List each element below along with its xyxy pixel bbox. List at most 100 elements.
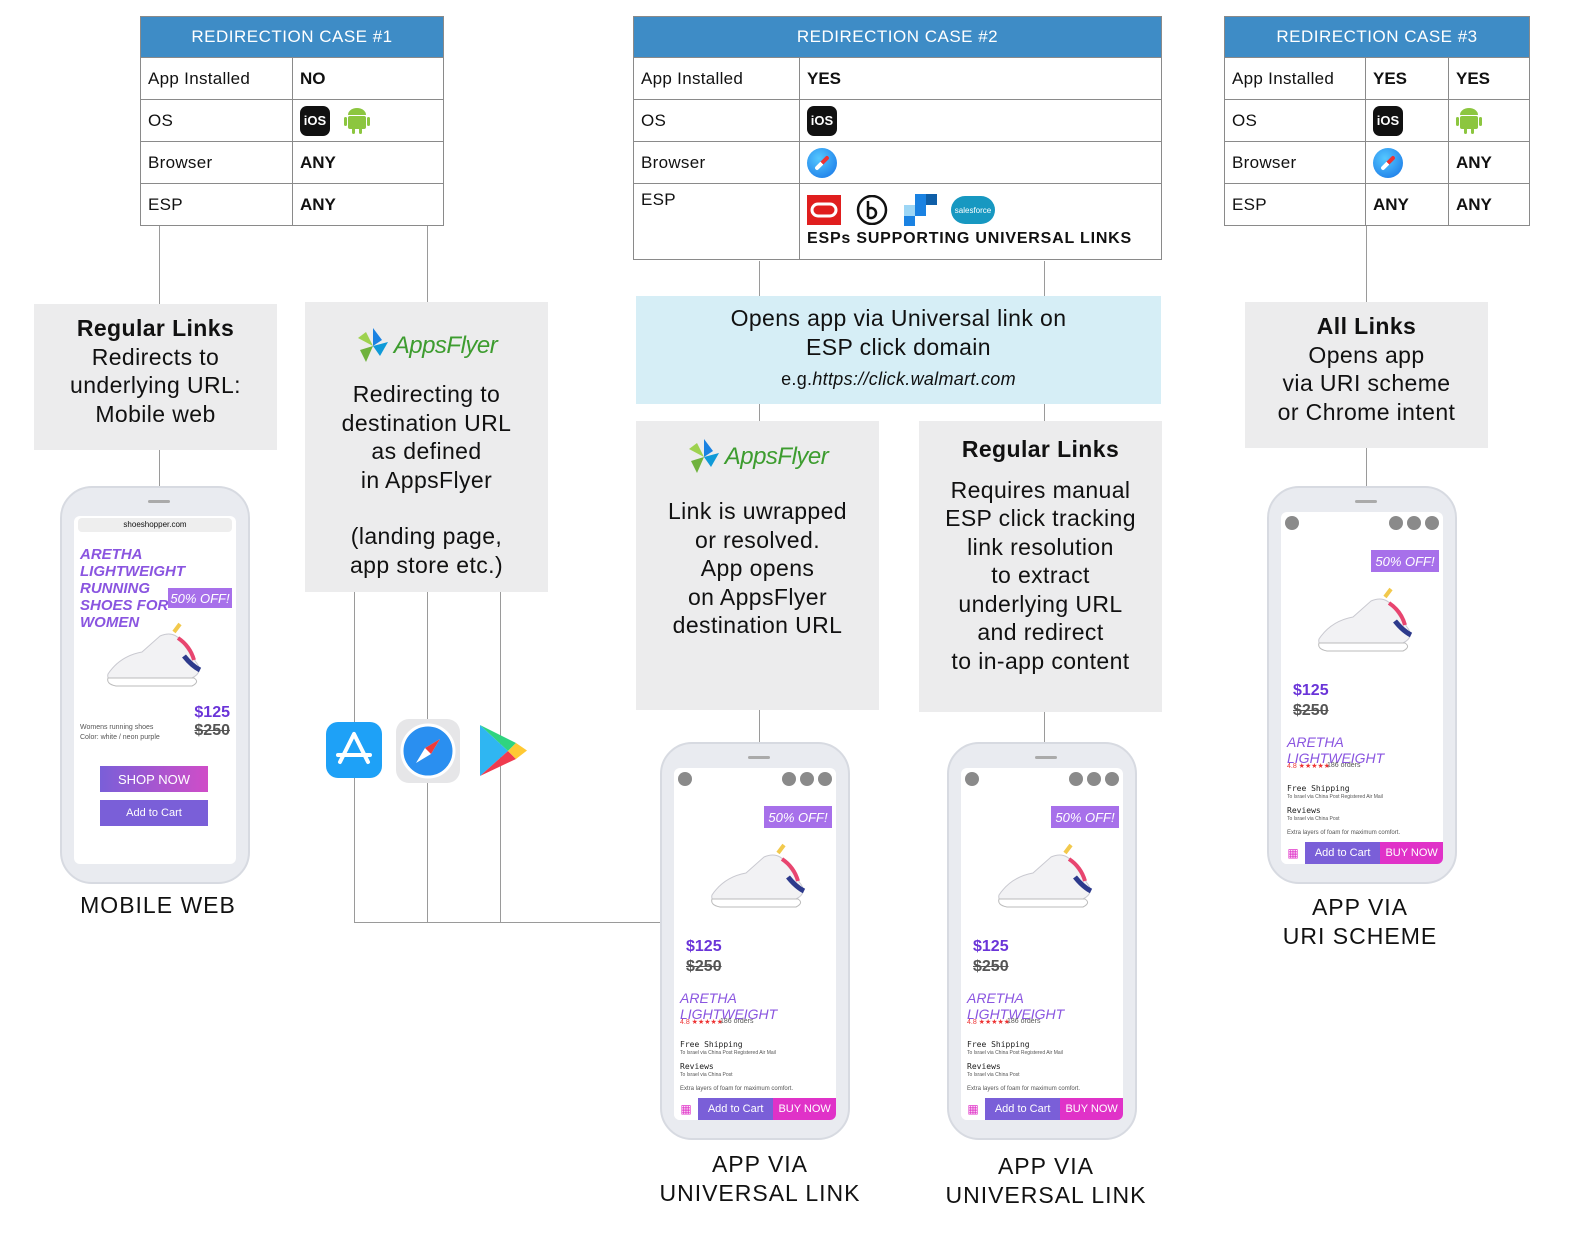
back-icon[interactable] bbox=[1285, 516, 1299, 530]
price-old: $250 bbox=[1293, 702, 1329, 719]
connector bbox=[759, 404, 760, 421]
case1-value: ANY bbox=[292, 184, 443, 225]
top-icons bbox=[782, 772, 832, 786]
add-to-cart-button[interactable]: Add to Cart bbox=[698, 1098, 774, 1120]
salesforce-icon: salesforce bbox=[951, 196, 995, 224]
offer-badge: 50% OFF! bbox=[764, 806, 832, 828]
box-line: Redirecting to bbox=[352, 381, 501, 407]
caption-line: APP VIA bbox=[997, 1153, 1095, 1179]
store-icon[interactable]: ▦ bbox=[961, 1098, 985, 1120]
box-line: (landing page, bbox=[350, 523, 503, 549]
phone-app-universal-2: 50% OFF! $125 $250 ARETHA LIGHTWEIGHT 4.… bbox=[947, 742, 1137, 1140]
safari-icon bbox=[807, 147, 837, 178]
share-icon[interactable] bbox=[1087, 772, 1101, 786]
top-icons bbox=[1389, 516, 1439, 530]
esp-note: ESPs SUPPORTING UNIVERSAL LINKS bbox=[807, 230, 1133, 247]
shoe-image bbox=[107, 622, 202, 687]
caption-uri: APP VIA URI SCHEME bbox=[1250, 893, 1470, 951]
phone-notch bbox=[748, 756, 770, 759]
case1-row-os: OS iOS bbox=[141, 99, 443, 141]
all-links-box: All Links Opens app via URI scheme or Ch… bbox=[1245, 302, 1488, 448]
shoe-image bbox=[711, 843, 806, 908]
case2-row-esp: ESP salesforce ESPs SUPPORTING UNIVERSAL… bbox=[634, 183, 1161, 259]
orders: 186 orders bbox=[1327, 762, 1361, 769]
share-icon[interactable] bbox=[800, 772, 814, 786]
case3-value: YES bbox=[1448, 58, 1529, 99]
reviews: Reviews bbox=[967, 1062, 1001, 1071]
box-title: Regular Links bbox=[76, 315, 235, 341]
appsflyer-logo-text: AppsFlyer bbox=[393, 332, 498, 359]
shipping-sub: To Israel via China Post Registered Air … bbox=[680, 1050, 776, 1056]
appsflyer-box-2: AppsFlyer Link is uwrapped or resolved. … bbox=[636, 421, 879, 710]
more-icon[interactable] bbox=[1105, 772, 1119, 786]
connector bbox=[759, 261, 760, 296]
box-line: link resolution bbox=[967, 533, 1114, 560]
case3-row-browser: Browser ANY bbox=[1225, 141, 1529, 183]
share-icon[interactable] bbox=[1407, 516, 1421, 530]
connector bbox=[1366, 448, 1367, 488]
phone-app-uri: 50% OFF! $125 $250 ARETHA LIGHTWEIGHT 4.… bbox=[1267, 486, 1457, 884]
web-desc-1: Womens running shoes bbox=[80, 724, 154, 731]
phone-mobile-web: shoeshopper.com ARETHA LIGHTWEIGHT RUNNI… bbox=[60, 486, 250, 884]
add-to-cart-button[interactable]: Add to Cart bbox=[985, 1098, 1061, 1120]
case1-label: App Installed bbox=[148, 68, 251, 88]
phone-screen: shoeshopper.com ARETHA LIGHTWEIGHT RUNNI… bbox=[74, 516, 236, 864]
shipping-sub: To Israel via China Post Registered Air … bbox=[1287, 794, 1383, 800]
example-url: https://click.walmart.com bbox=[812, 369, 1016, 389]
case1-label: OS bbox=[148, 110, 174, 130]
case2-table: REDIRECTION CASE #2 App Installed YES OS… bbox=[633, 16, 1162, 260]
title-line: WOMEN bbox=[80, 614, 140, 631]
phone-notch bbox=[148, 500, 170, 503]
cart-icon[interactable] bbox=[1389, 516, 1403, 530]
web-desc-2: Color: white / neon purple bbox=[80, 734, 160, 741]
add-to-cart-button[interactable]: Add to Cart bbox=[1305, 842, 1381, 864]
action-bar: ▦ Add to Cart BUY NOW bbox=[961, 1098, 1123, 1120]
caption-universal-2: APP VIA UNIVERSAL LINK bbox=[936, 1152, 1156, 1210]
case3-row-app: App Installed YES YES bbox=[1225, 57, 1529, 99]
shoe-image bbox=[998, 843, 1093, 908]
case3-header: REDIRECTION CASE #3 bbox=[1225, 17, 1529, 57]
cart-icon[interactable] bbox=[782, 772, 796, 786]
caption-universal-1: APP VIA UNIVERSAL LINK bbox=[650, 1150, 870, 1208]
connector bbox=[354, 922, 660, 923]
back-icon[interactable] bbox=[678, 772, 692, 786]
braze-icon bbox=[856, 195, 888, 225]
more-icon[interactable] bbox=[818, 772, 832, 786]
buy-now-button[interactable]: BUY NOW bbox=[773, 1098, 836, 1120]
back-icon[interactable] bbox=[965, 772, 979, 786]
case3-label: ESP bbox=[1232, 194, 1267, 214]
box-line: underlying URL: bbox=[70, 372, 241, 398]
buy-now-button[interactable]: BUY NOW bbox=[1060, 1098, 1123, 1120]
appsflyer-logo-icon bbox=[357, 328, 388, 362]
case3-table: REDIRECTION CASE #3 App Installed YES YE… bbox=[1224, 16, 1530, 226]
case2-label: OS bbox=[641, 110, 667, 130]
connector bbox=[159, 450, 160, 488]
box-line: to in-app content bbox=[951, 647, 1130, 674]
case2-row-browser: Browser bbox=[634, 141, 1161, 183]
phone-screen: 50% OFF! $125 $250 ARETHA LIGHTWEIGHT 4.… bbox=[1281, 512, 1443, 864]
offer-badge: 50% OFF! bbox=[168, 588, 232, 608]
rating: 4.8 ★★★★★ bbox=[680, 1019, 724, 1026]
cart-icon[interactable] bbox=[1069, 772, 1083, 786]
safari-icon bbox=[1373, 147, 1403, 178]
case2-label: ESP bbox=[641, 190, 676, 209]
buy-now-button[interactable]: BUY NOW bbox=[1380, 842, 1443, 864]
shop-now-button[interactable]: SHOP NOW bbox=[100, 766, 208, 792]
store-icon[interactable]: ▦ bbox=[674, 1098, 698, 1120]
case3-row-esp: ESP ANY ANY bbox=[1225, 183, 1529, 225]
box-line: or resolved. bbox=[695, 526, 820, 553]
appsflyer-box-1: AppsFlyer Redirecting to destination URL… bbox=[305, 302, 548, 592]
example-prefix: e.g. bbox=[781, 369, 813, 389]
store-icon[interactable]: ▦ bbox=[1281, 842, 1305, 864]
price-old: $250 bbox=[973, 958, 1009, 975]
connector bbox=[159, 226, 160, 304]
box-line: via URI scheme bbox=[1282, 370, 1451, 396]
caption-line: APP VIA bbox=[711, 1151, 809, 1177]
ios-icon: iOS bbox=[300, 105, 330, 136]
offer-badge: 50% OFF! bbox=[1051, 806, 1119, 828]
case2-row-app: App Installed YES bbox=[634, 57, 1161, 99]
more-icon[interactable] bbox=[1425, 516, 1439, 530]
add-to-cart-button[interactable]: Add to Cart bbox=[100, 800, 208, 826]
case3-label: Browser bbox=[1232, 152, 1297, 172]
phone-notch bbox=[1035, 756, 1057, 759]
